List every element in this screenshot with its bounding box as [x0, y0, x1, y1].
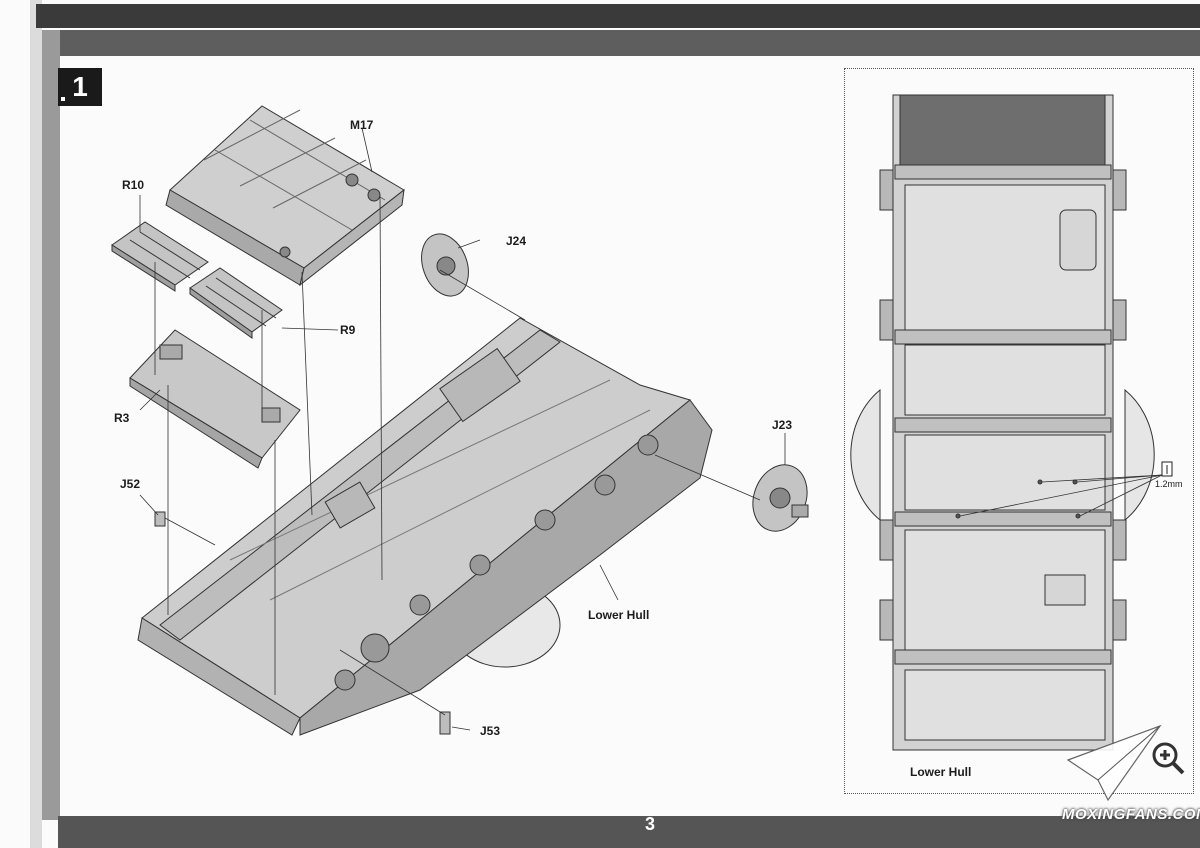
- label-r10: R10: [122, 178, 145, 192]
- drill-pointer-lines: [959, 474, 1163, 517]
- binding-edge: [42, 30, 60, 820]
- header-band: [58, 30, 1200, 56]
- watermark-text: MOXINGFANS.COM: [1062, 806, 1200, 823]
- zoom-plus-icon: [1150, 740, 1186, 776]
- label-r3: R3: [114, 411, 130, 425]
- page-number: 3: [644, 814, 655, 834]
- main-assembly-drawing: [111, 105, 809, 736]
- part-r9: [189, 267, 283, 339]
- part-j52: [154, 511, 166, 527]
- label-j53: J53: [480, 724, 501, 738]
- drill-icon: [1161, 461, 1173, 477]
- top-bar: [36, 4, 1200, 28]
- part-j23: [752, 464, 809, 532]
- label-lower-hull-inset: Lower Hull: [910, 765, 972, 779]
- part-r3: [129, 329, 301, 469]
- label-j23: J23: [772, 418, 793, 432]
- bottom-bar: [58, 816, 1200, 848]
- step-badge: 1: [58, 68, 102, 106]
- step-dot: [61, 97, 65, 101]
- part-j53: [439, 711, 451, 735]
- inset-lower-hull-top-view: [850, 94, 1155, 751]
- step-number: 1: [72, 71, 88, 102]
- label-lower-hull: Lower Hull: [588, 608, 650, 622]
- part-lower-hull: [137, 317, 713, 736]
- label-j24: J24: [506, 234, 527, 248]
- part-m17: [165, 105, 405, 287]
- part-r10: [111, 221, 209, 292]
- page-edge: [30, 0, 42, 848]
- guide-lines: [139, 127, 786, 731]
- label-drill-size: 1.2mm: [1155, 479, 1183, 489]
- label-m17: M17: [350, 118, 374, 132]
- label-j52: J52: [120, 477, 141, 491]
- label-r9: R9: [340, 323, 356, 337]
- inset-frame: [844, 68, 1194, 794]
